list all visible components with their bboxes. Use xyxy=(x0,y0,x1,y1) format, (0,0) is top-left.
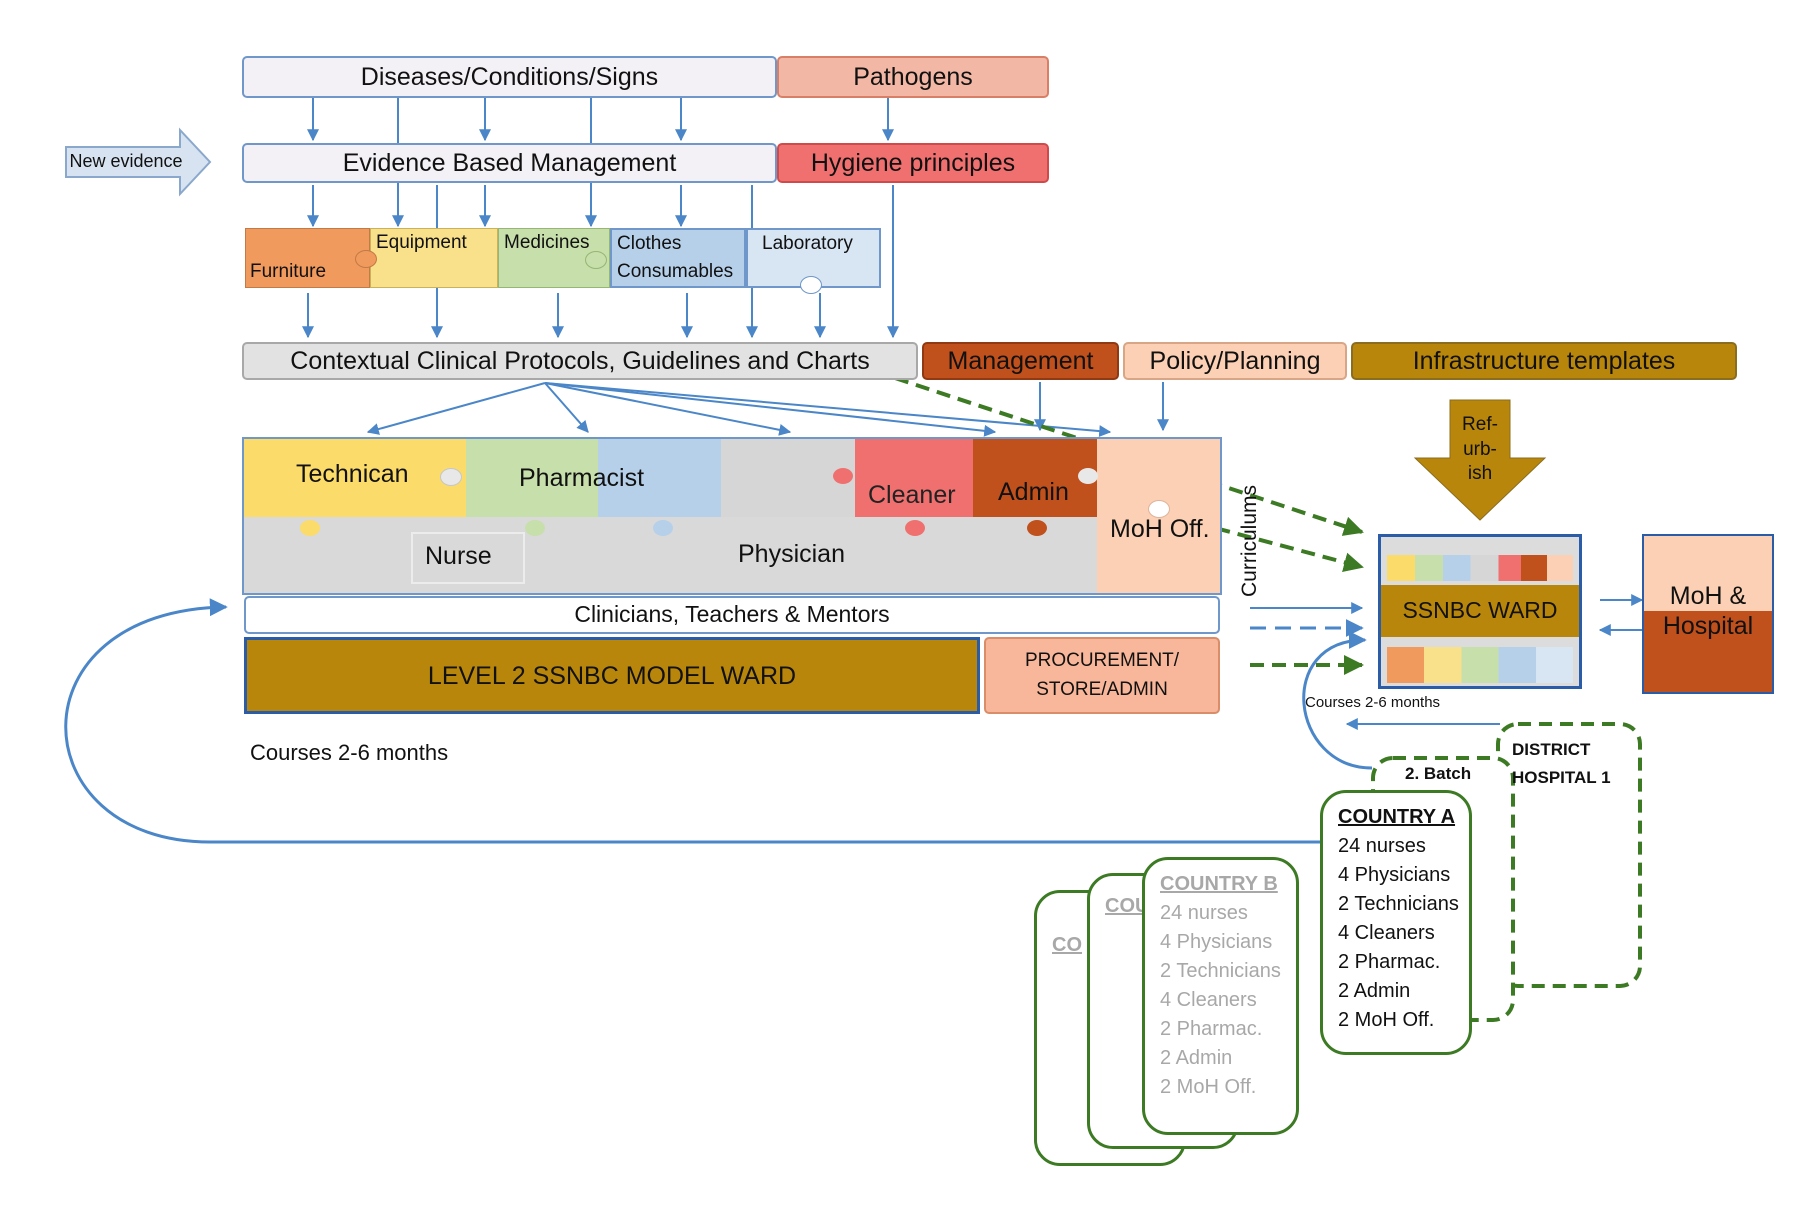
card-item: 24 nurses xyxy=(1160,902,1248,924)
curriculums-label: Curriculums xyxy=(1238,484,1261,597)
laboratory-knob xyxy=(800,276,822,294)
hygiene-box: Hygiene principles xyxy=(777,143,1049,183)
pharmacist-blue-piece xyxy=(598,439,721,517)
procurement-box: PROCUREMENT/ STORE/ADMIN xyxy=(984,637,1220,714)
card-item: 4 Physicians xyxy=(1160,931,1273,953)
blue-bottom-knob xyxy=(653,520,673,536)
refurbish-arrow xyxy=(1413,399,1547,521)
moh-hospital-top: MoH & xyxy=(1644,536,1772,611)
card-item: 24 nurses xyxy=(1338,835,1426,857)
furniture-piece: Furniture xyxy=(245,228,370,288)
cleaner-knob xyxy=(833,468,853,484)
courses-small-label: Courses 2-6 months xyxy=(1305,694,1441,711)
card-item: 2 MoH Off. xyxy=(1338,1009,1435,1031)
district-line-1: DISTRICT xyxy=(1512,740,1591,759)
card-item: 2 Admin xyxy=(1160,1047,1233,1069)
country-b-title: COUNTRY B xyxy=(1160,873,1278,895)
admin-piece xyxy=(973,439,1097,517)
pharmacist-bottom-knob xyxy=(525,520,545,536)
country-b-list: 24 nurses 4 Physicians 2 Technicians 4 Clea… xyxy=(1160,899,1296,1102)
card-item: 4 Cleaners xyxy=(1160,989,1257,1011)
clothes-piece: Clothes Consumables xyxy=(610,228,746,288)
pharmacist-label: Pharmacist xyxy=(519,464,645,492)
equipment-piece: Equipment xyxy=(370,228,498,288)
admin-bottom-knob xyxy=(1027,520,1047,536)
moh-line-1: MoH & xyxy=(1669,582,1747,610)
consumables-label: Consumables xyxy=(617,260,734,282)
blue-arrows xyxy=(302,98,1644,730)
management-box: Management xyxy=(922,342,1119,380)
moh-line-2: Hospital xyxy=(1662,612,1754,640)
policy-box: Policy/Planning xyxy=(1123,342,1347,380)
cleaner-label: Cleaner xyxy=(868,481,956,509)
diseases-box: Diseases/Conditions/Signs xyxy=(242,56,777,98)
batch-label: 2. Batch xyxy=(1405,764,1472,783)
infrastructure-box: Infrastructure templates xyxy=(1351,342,1737,380)
card-item: 2 Technicians xyxy=(1160,960,1281,982)
moh-hospital-bottom: Hospital xyxy=(1644,611,1772,692)
mini-supplies-strip xyxy=(1387,647,1573,683)
ssnbc-ward-label: SSNBC WARD xyxy=(1381,585,1579,637)
medicines-piece: Medicines xyxy=(498,228,610,288)
courses-label: Courses 2-6 months xyxy=(250,740,449,765)
medicines-knob xyxy=(585,251,607,269)
procurement-line-2: STORE/ADMIN xyxy=(1036,678,1168,700)
mini-roles-strip xyxy=(1387,555,1573,581)
moh-knob xyxy=(1148,500,1170,518)
card-item: 2 Admin xyxy=(1338,980,1411,1002)
card-item: 2 Pharmac. xyxy=(1338,951,1441,973)
nurse-piece xyxy=(411,532,525,584)
country-a-title: COUNTRY A xyxy=(1338,806,1456,828)
clinicians-box: Clinicians, Teachers & Mentors xyxy=(244,596,1220,634)
gray-piece xyxy=(721,439,855,517)
medicines-label: Medicines xyxy=(504,232,590,253)
model-ward-box: LEVEL 2 SSNBC MODEL WARD xyxy=(244,637,980,714)
ssnbc-ward-box: SSNBC WARD xyxy=(1378,534,1582,689)
new-evidence-arrow xyxy=(65,127,212,197)
cleaner-bottom-knob xyxy=(905,520,925,536)
country-b-card: COUNTRY B 24 nurses 4 Physicians 2 Technic… xyxy=(1142,857,1299,1135)
furniture-label: Furniture xyxy=(250,261,327,283)
card-item: 2 Pharmac. xyxy=(1160,1018,1263,1040)
moh-hospital-box: MoH & Hospital xyxy=(1642,534,1774,694)
moh-off-label: MoH Off. xyxy=(1110,515,1210,543)
card-item: 2 MoH Off. xyxy=(1160,1076,1257,1098)
nurse-label: Nurse xyxy=(425,542,492,570)
pathogens-box: Pathogens xyxy=(777,56,1049,98)
furniture-knob xyxy=(355,250,377,268)
refurbish-line-1: Ref- xyxy=(1462,413,1498,435)
pharmacist-green-piece xyxy=(466,439,598,517)
refurbish-line-3: ish xyxy=(1467,463,1493,485)
physician-label: Physician xyxy=(738,540,845,568)
technician-knob xyxy=(440,468,462,486)
refurbish-line-2: urb- xyxy=(1463,438,1497,460)
country-card-back-title: CO xyxy=(1052,934,1082,956)
clothes-label: Clothes xyxy=(617,233,682,254)
laboratory-label: Laboratory xyxy=(762,233,853,254)
technician-bottom-knob xyxy=(300,520,320,536)
batch-loop-arrow xyxy=(1302,631,1373,770)
card-item: 2 Technicians xyxy=(1338,893,1459,915)
evidence-box: Evidence Based Management xyxy=(242,143,777,183)
return-loop-arrow xyxy=(64,598,1330,844)
refurbish-label: Ref- urb- ish xyxy=(1450,404,1510,496)
country-card-middle-title: COU xyxy=(1105,895,1150,917)
new-evidence-label: New evidence xyxy=(69,151,183,172)
admin-label: Admin xyxy=(998,478,1069,506)
card-item: 4 Cleaners xyxy=(1338,922,1435,944)
procurement-line-1: PROCUREMENT/ xyxy=(1024,649,1180,671)
protocols-box: Contextual Clinical Protocols, Guideline… xyxy=(242,342,918,380)
technician-label: Technican xyxy=(296,460,409,488)
equipment-label: Equipment xyxy=(376,232,467,253)
country-a-list: 24 nurses 4 Physicians 2 Technicians 4 Clea… xyxy=(1338,832,1469,1035)
district-line-2: HOSPITAL 1 xyxy=(1512,768,1611,787)
district-hospital-label: DISTRICT HOSPITAL 1 xyxy=(1512,736,1611,792)
technician-piece xyxy=(244,439,466,517)
cleaner-piece xyxy=(855,439,973,517)
country-a-card: COUNTRY A 24 nurses 4 Physicians 2 Technic… xyxy=(1320,790,1472,1055)
admin-knob xyxy=(1078,468,1098,484)
card-item: 4 Physicians xyxy=(1338,864,1451,886)
